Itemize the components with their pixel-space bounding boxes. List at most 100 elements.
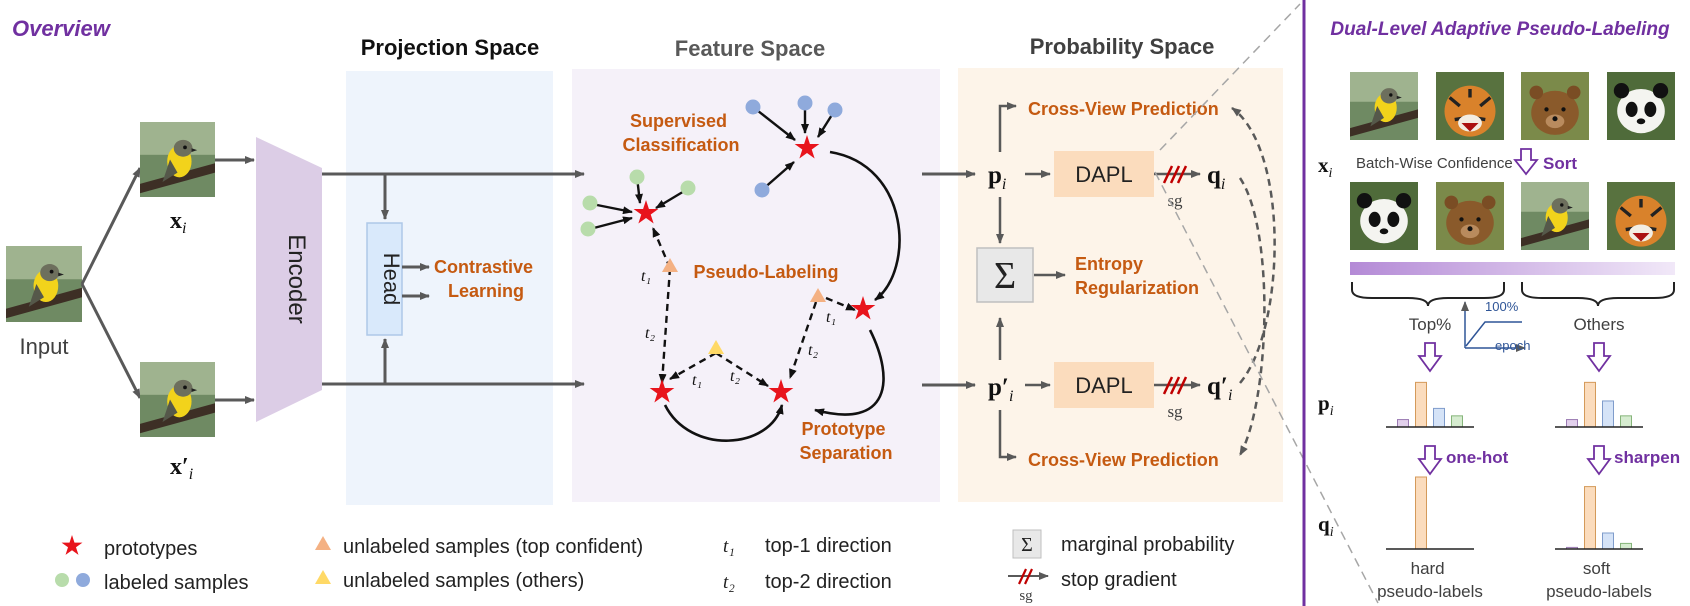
xi-label: xi — [170, 208, 186, 237]
soft-pseudo-labels-label: soft pseudo-labels — [1546, 559, 1652, 601]
qi-label: qi — [1207, 162, 1225, 193]
cross-view-prediction-top: Cross-View Prediction — [1028, 99, 1219, 119]
svg-text:sg: sg — [1019, 588, 1033, 604]
legend-t2: top-2 direction — [765, 571, 892, 593]
unlabeled-other-sample — [708, 340, 724, 354]
batch-image-bear — [1521, 72, 1589, 140]
t1-direction-arrow — [651, 227, 672, 269]
top-bracket — [1351, 282, 1505, 307]
unlabeled-top-confident-sample — [810, 288, 826, 302]
legend-t1: top-1 direction — [765, 535, 892, 557]
histogram-bar — [1584, 381, 1596, 428]
feature-space-title: Feature Space — [675, 36, 825, 61]
t1-direction-arrow — [669, 351, 717, 381]
histogram-bar — [1584, 486, 1596, 550]
entropy-regularization-label: Entropy Regularization — [1075, 254, 1199, 298]
qi-prime-label: q′i — [1207, 373, 1232, 404]
cross-view-dashed-curve — [1231, 106, 1276, 384]
feature-space-graph: Supervised Classification Pseudo-Labelin… — [580, 95, 901, 463]
down-arrow-icon — [1586, 445, 1612, 476]
dapl-label-bottom: DAPL — [1075, 373, 1132, 398]
separation-arc — [663, 404, 784, 442]
batch-image-tiger — [1436, 72, 1504, 140]
dapl-label-top: DAPL — [1075, 162, 1132, 187]
legend-unlabeled-top: unlabeled samples (top confident) — [343, 536, 643, 558]
down-arrow-icon — [1417, 342, 1443, 373]
histogram-bar — [1397, 419, 1409, 428]
t2-label: t₂ — [645, 325, 655, 342]
panel-xi-label: xi — [1318, 153, 1333, 181]
p-soft-histogram — [1555, 381, 1643, 428]
down-arrow-icon — [1586, 342, 1612, 373]
q-soft-histogram — [1555, 486, 1643, 550]
unlabeled-top-confident-sample — [662, 258, 678, 272]
svg-text:Σ: Σ — [1021, 534, 1033, 556]
legend-prototypes: prototypes — [104, 538, 197, 560]
panel-qi-label: qi — [1318, 512, 1334, 540]
prototype-separation-label: Prototype Separation — [799, 419, 892, 463]
t1-direction-arrow — [825, 296, 856, 312]
labeled-sample — [797, 95, 813, 111]
prototype-star — [768, 379, 794, 403]
encoder-label: Encoder — [283, 234, 310, 323]
marginal-probability-block — [976, 247, 1034, 303]
histogram-bar — [1620, 415, 1632, 428]
epoch-label: epoch — [1495, 338, 1530, 353]
histogram-bar — [1620, 542, 1632, 550]
batch-image-bird — [1350, 72, 1418, 140]
t2-direction-arrow — [658, 267, 672, 384]
head-block — [366, 222, 403, 336]
supervised-classification-label: Supervised Classification — [622, 111, 739, 155]
prototype-star — [794, 135, 820, 159]
legend-unlabeled-others: unlabeled samples (others) — [343, 570, 584, 592]
one-hot-label: one-hot — [1446, 448, 1509, 467]
separation-arc — [814, 329, 885, 417]
legend-blue-dot-icon — [76, 573, 90, 587]
others-label: Others — [1573, 315, 1624, 334]
dapl-block-top — [1054, 151, 1154, 197]
sg-label-top: sg — [1167, 191, 1183, 210]
histogram-bar — [1602, 400, 1614, 428]
t1-label: t₁ — [692, 372, 702, 389]
arrow-cross-view-top — [998, 102, 1017, 152]
legend-sigma-icon — [1012, 529, 1042, 559]
histogram-bar — [1433, 407, 1445, 428]
labeled-arrow — [591, 202, 633, 215]
legend-t1-symbol: t₁ — [723, 536, 735, 557]
sharpen-label: sharpen — [1614, 448, 1680, 467]
overview-title: Overview — [12, 16, 112, 41]
arrow-to-xi-prime — [80, 283, 142, 399]
sorted-image-bear — [1436, 182, 1504, 250]
pi-prime-label: p′i — [988, 374, 1013, 405]
hundred-percent-label: 100% — [1485, 299, 1519, 314]
t2-direction-arrow — [788, 301, 818, 379]
sg-label-bottom: sg — [1167, 402, 1183, 421]
stop-gradient-mark-top — [1162, 165, 1188, 184]
batch-image-panda — [1607, 72, 1675, 140]
t1-label: t₁ — [641, 268, 651, 285]
contrastive-learning-label: Contrastive Learning — [434, 257, 538, 301]
legend-star-icon — [61, 535, 83, 555]
t2-label: t₂ — [808, 342, 818, 359]
zoom-line — [1154, 171, 1379, 604]
sorted-image-bird — [1521, 182, 1589, 250]
head-label: Head — [379, 253, 404, 306]
labeled-sample — [680, 180, 696, 196]
arrow-to-xi — [80, 167, 142, 285]
legend-labeled: labeled samples — [104, 572, 249, 594]
histogram-bar — [1566, 419, 1578, 428]
probability-space-title: Probability Space — [1030, 34, 1215, 59]
pseudo-labeling-label: Pseudo-Labeling — [693, 262, 838, 282]
hard-pseudo-labels-label: hard pseudo-labels — [1377, 559, 1483, 601]
view-xi-image — [140, 122, 215, 197]
top-percent-label: Top% — [1409, 315, 1452, 334]
labeled-sample — [745, 99, 761, 115]
legend-t2-symbol: t₂ — [723, 572, 735, 593]
dapl-panel-title: Dual-Level Adaptive Pseudo-Labeling — [1330, 19, 1670, 40]
cross-view-dashed-curve — [1238, 177, 1266, 456]
schedule-mini-plot: 100% epoch — [1461, 299, 1530, 353]
labeled-sample — [582, 195, 598, 211]
others-bracket — [1521, 282, 1675, 307]
down-arrow-icon — [1417, 445, 1443, 476]
